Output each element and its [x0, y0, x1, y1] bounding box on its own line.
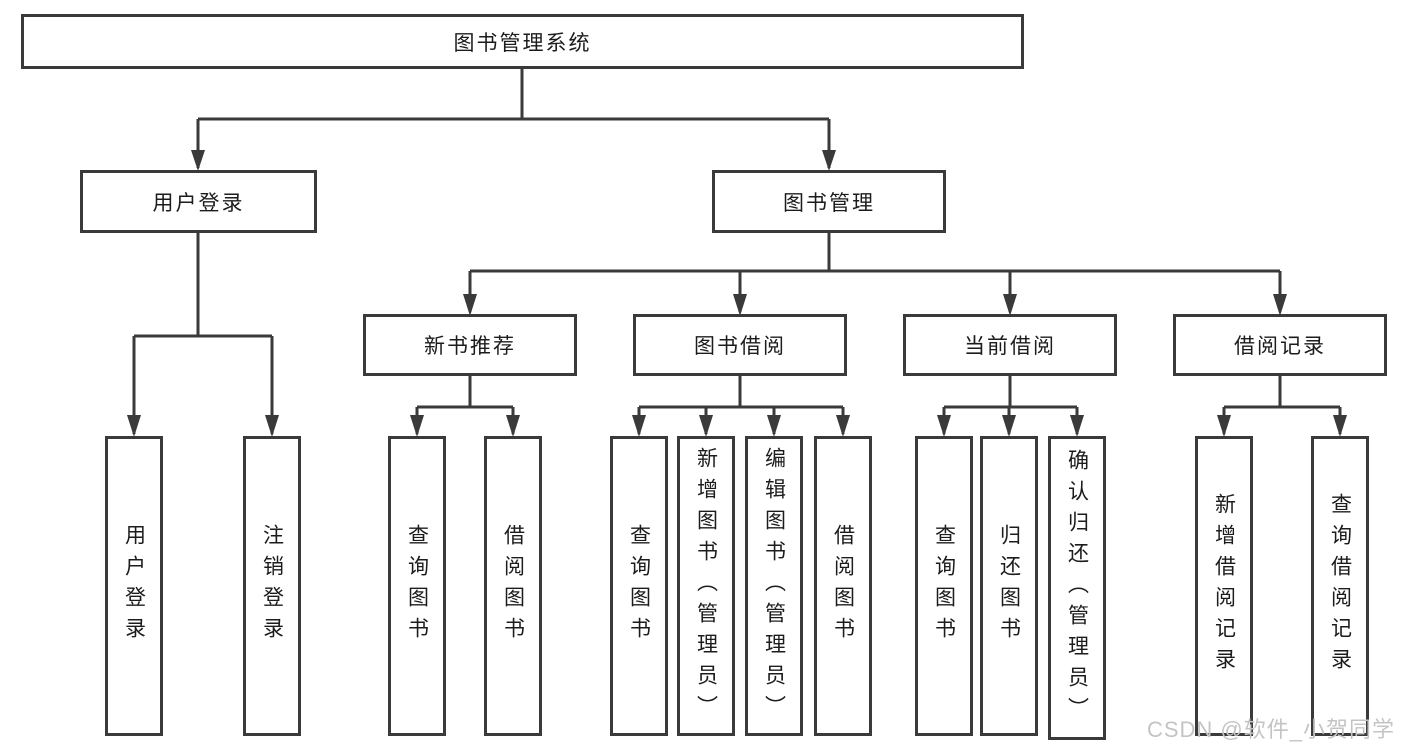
- node-label: 查询借阅记录: [1328, 493, 1352, 679]
- leaf-user-login: 用户登录: [105, 436, 163, 736]
- edge-book-management-to-modules: [468, 233, 1282, 312]
- edge-user-login-to-leaves: [132, 233, 274, 434]
- leaf-borrow-edit-book-admin: 编辑图书（管理员）: [745, 436, 803, 736]
- node-label: 查询图书: [627, 524, 651, 648]
- leaf-recommend-borrow-book: 借阅图书: [484, 436, 542, 736]
- edge-recommend-to-leaves: [415, 376, 515, 434]
- node-book-management: 图书管理: [712, 170, 946, 233]
- node-new-book-recommend: 新书推荐: [363, 314, 577, 376]
- node-label: 编辑图书（管理员）: [762, 446, 786, 726]
- leaf-record-add-borrow-record: 新增借阅记录: [1195, 436, 1253, 736]
- node-label: 图书管理: [783, 191, 875, 215]
- node-label: 新书推荐: [424, 335, 516, 358]
- leaf-current-confirm-return-admin: 确认归还（管理员）: [1048, 436, 1106, 740]
- node-label: 借阅图书: [831, 524, 855, 648]
- node-label: 图书管理系统: [453, 31, 592, 55]
- arrowheads: [127, 150, 1347, 437]
- node-label: 新增借阅记录: [1212, 493, 1236, 679]
- leaf-current-query-book: 查询图书: [915, 436, 973, 736]
- leaf-recommend-query-book: 查询图书: [388, 436, 446, 736]
- node-label: 查询图书: [405, 524, 429, 648]
- node-borrow-record: 借阅记录: [1173, 314, 1387, 376]
- leaf-borrow-borrow-book: 借阅图书: [814, 436, 872, 736]
- csdn-watermark: CSDN @软件_小贺同学: [1146, 717, 1395, 742]
- leaf-logout: 注销登录: [243, 436, 301, 736]
- leaf-borrow-add-book-admin: 新增图书（管理员）: [677, 436, 735, 736]
- leaf-record-query-borrow-record: 查询借阅记录: [1311, 436, 1369, 736]
- edge-borrow-to-leaves: [637, 376, 845, 434]
- node-current-borrow: 当前借阅: [903, 314, 1117, 376]
- node-label: 确认归还（管理员）: [1065, 448, 1089, 728]
- node-library-management-system: 图书管理系统: [21, 14, 1024, 69]
- node-label: 借阅图书: [501, 524, 525, 648]
- node-label: 当前借阅: [964, 335, 1056, 358]
- node-label: 图书借阅: [694, 335, 786, 358]
- leaf-borrow-query-book: 查询图书: [610, 436, 668, 736]
- edge-record-to-leaves: [1222, 376, 1342, 434]
- node-label: 用户登录: [122, 524, 146, 648]
- edge-root-to-branches: [196, 69, 831, 168]
- node-user-login: 用户登录: [80, 170, 317, 233]
- node-label: 注销登录: [260, 524, 284, 648]
- node-label: 借阅记录: [1234, 335, 1326, 358]
- node-book-borrow: 图书借阅: [633, 314, 847, 376]
- node-label: 归还图书: [997, 524, 1021, 648]
- node-label: 新增图书（管理员）: [694, 446, 718, 726]
- node-label: 用户登录: [152, 191, 245, 215]
- leaf-current-return-book: 归还图书: [980, 436, 1038, 736]
- node-label: 查询图书: [932, 524, 956, 648]
